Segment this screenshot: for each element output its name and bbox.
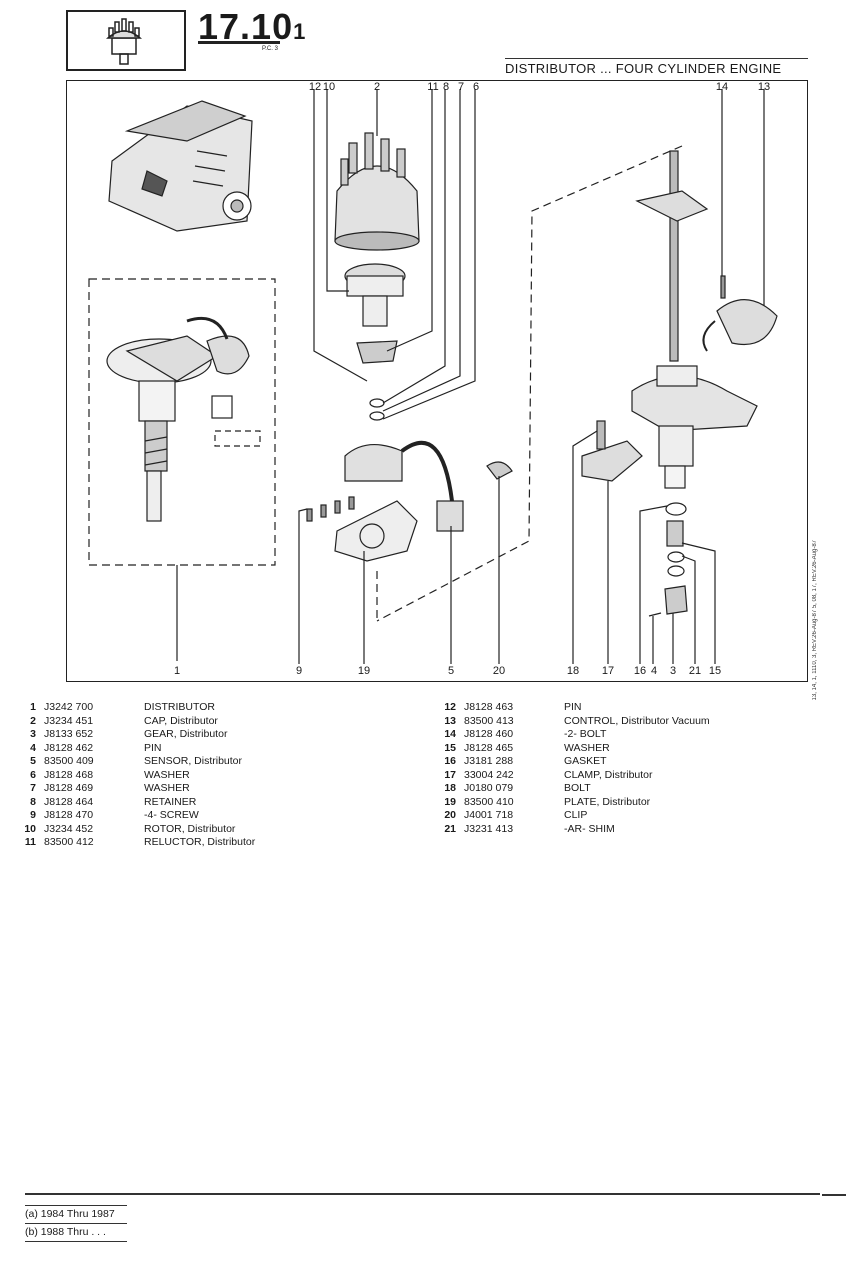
callout-19: 19	[357, 665, 371, 677]
callout-10: 10	[322, 81, 336, 93]
distributor-exploded-view	[88, 89, 778, 664]
gear-illustration	[664, 585, 688, 615]
pc-label: P.C. 3	[262, 46, 278, 52]
footer-rule-end	[822, 1194, 846, 1196]
title-rule	[505, 58, 808, 59]
callout-11: 11	[427, 81, 439, 93]
clip-illustration	[486, 461, 513, 480]
cap-illustration	[334, 132, 420, 251]
footnote-rule	[25, 1223, 127, 1224]
callout-21: 21	[688, 665, 702, 677]
revision-note: 13, 14, 1, 1110, 3, REV.26-Aug-87 5, 08,…	[812, 540, 818, 701]
callout-8: 8	[442, 81, 450, 93]
callout-4: 4	[650, 665, 658, 677]
section-underline	[198, 41, 280, 44]
footer-rule	[25, 1193, 820, 1195]
callout-18: 18	[566, 665, 580, 677]
bolt-illustration	[596, 420, 606, 450]
distributor-cap-icon	[106, 18, 142, 65]
section-sub: 1	[293, 19, 307, 44]
reluctor-illustration	[356, 340, 398, 364]
callout-16: 16	[633, 665, 647, 677]
footnote-rule	[25, 1241, 127, 1242]
footnote-b: (b) 1988 Thru . . .	[25, 1226, 106, 1238]
assembled-distributor	[106, 316, 261, 522]
callout-9: 9	[295, 665, 303, 677]
callout-2: 2	[373, 81, 381, 93]
exploded-diagram: 12 10 2 11 8 7 6 14 13 1 9 19 5 20 18 17…	[66, 80, 808, 682]
engine-block-illustration	[108, 100, 253, 232]
footnote-rule	[25, 1205, 127, 1206]
callout-7: 7	[457, 81, 465, 93]
rotor-illustration	[344, 263, 406, 327]
callout-14: 14	[715, 81, 729, 93]
callout-15: 15	[708, 665, 722, 677]
shaft-assembly-illustration	[631, 150, 778, 489]
callout-1: 1	[173, 665, 181, 677]
callout-17: 17	[601, 665, 615, 677]
clamp-illustration	[581, 440, 643, 482]
callout-6: 6	[472, 81, 480, 93]
callout-13: 13	[757, 81, 771, 93]
page-title: DISTRIBUTOR ... FOUR CYLINDER ENGINE	[505, 61, 782, 76]
section-main: 17.10	[198, 6, 294, 47]
callout-3: 3	[669, 665, 677, 677]
gasket-illustration	[665, 502, 687, 516]
callout-12: 12	[308, 81, 322, 93]
section-number: 17.101	[198, 6, 306, 48]
callout-20: 20	[492, 665, 506, 677]
callout-5: 5	[447, 665, 455, 677]
footnote-a: (a) 1984 Thru 1987	[25, 1208, 115, 1220]
sensor-plate-illustration	[306, 440, 464, 562]
section-icon-box	[66, 10, 186, 71]
